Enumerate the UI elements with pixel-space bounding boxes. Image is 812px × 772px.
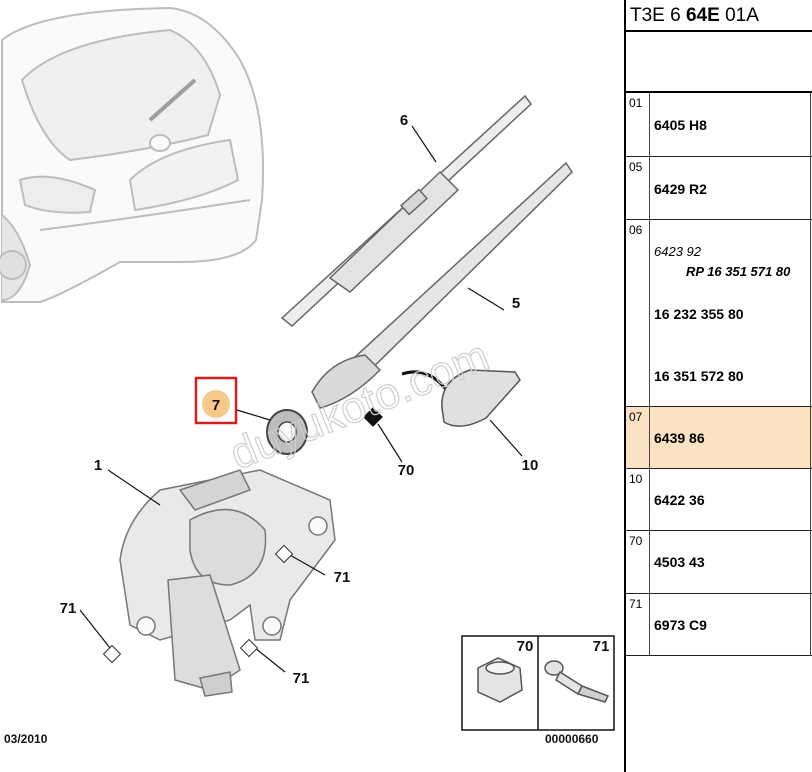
seal-ring (266, 409, 308, 455)
part-ref: 6973 C9 (654, 617, 707, 633)
part-ref-rp: RP 16 351 571 80 (686, 264, 791, 279)
car-rear-illustration (0, 6, 265, 303)
washer-squares (102, 544, 294, 664)
bolt-icon (544, 660, 610, 703)
panel-blank (626, 32, 812, 93)
part-row-05[interactable]: 05 6429 R2 (626, 157, 812, 220)
row-index: 07 (626, 407, 650, 468)
nut-icon (477, 657, 523, 703)
exploded-view: 6 5 7 1 70 10 71 71 71 70 71 duyukoto.co… (0, 6, 615, 731)
callout-7-dot (202, 390, 230, 418)
row-index: 05 (626, 157, 650, 219)
row-index: 70 (626, 531, 650, 593)
callout-71-left: 71 (60, 600, 77, 617)
callout-71-right: 71 (334, 569, 351, 586)
parts-panel: T3E 6 64E 01A 01 6405 H8 05 6429 R2 06 6… (624, 0, 812, 772)
footer-code: 00000660 (545, 732, 599, 746)
callout-70: 70 (398, 462, 415, 479)
callout-10: 10 (522, 457, 539, 474)
column-divider (810, 93, 811, 656)
row-index: 06 (626, 220, 650, 406)
part-row-70[interactable]: 70 4503 43 (626, 531, 812, 594)
nut-small (363, 407, 383, 427)
diagram-reference: T3E 6 64E 01A (626, 0, 812, 32)
row-index: 10 (626, 469, 650, 530)
part-ref: 6439 86 (654, 430, 705, 446)
row-index: 01 (626, 93, 650, 156)
wiper-motor-assembly (119, 469, 336, 697)
part-row-07[interactable]: 07 6439 86 (626, 407, 812, 469)
header-part1: T3E 6 (630, 5, 686, 26)
callout-6: 6 (400, 112, 408, 129)
part-ref-main: 6423 92 (654, 244, 701, 259)
part-row-10[interactable]: 10 6422 36 (626, 469, 812, 531)
callout-7-box (194, 376, 238, 425)
wiper-blade (280, 94, 533, 327)
legend-label-71: 71 (593, 638, 610, 655)
legend-label-70: 70 (517, 638, 534, 655)
part-row-01[interactable]: 01 6405 H8 (626, 93, 812, 157)
callout-5: 5 (512, 295, 520, 312)
wiper-arm (311, 161, 573, 409)
part-row-71[interactable]: 71 6973 C9 (626, 594, 812, 656)
part-ref: 6405 H8 (654, 117, 707, 133)
part-ref: 4503 43 (654, 554, 705, 570)
part-ref-alt1: 16 232 355 80 (654, 306, 744, 322)
callout-1: 1 (94, 457, 102, 474)
leader-lines (79, 125, 523, 673)
footer-date: 03/2010 (4, 732, 48, 746)
callout-71-bottom: 71 (293, 670, 310, 687)
row-index: 71 (626, 594, 650, 655)
header-part3: 01A (719, 5, 759, 26)
parts-diagram: 6 5 7 1 70 10 71 71 71 70 71 duyukoto.co… (0, 6, 615, 746)
part-ref: 6422 36 (654, 492, 705, 508)
hardware-legend: 70 71 (461, 635, 615, 731)
callout-7: 7 (212, 397, 220, 414)
header-part2: 64E (685, 5, 720, 26)
part-ref: 6429 R2 (654, 181, 707, 197)
part-ref-alt2: 16 351 572 80 (654, 368, 744, 384)
part-row-06[interactable]: 06 6423 92 RP 16 351 571 80 16 232 355 8… (626, 220, 812, 407)
arm-cap (441, 369, 521, 427)
